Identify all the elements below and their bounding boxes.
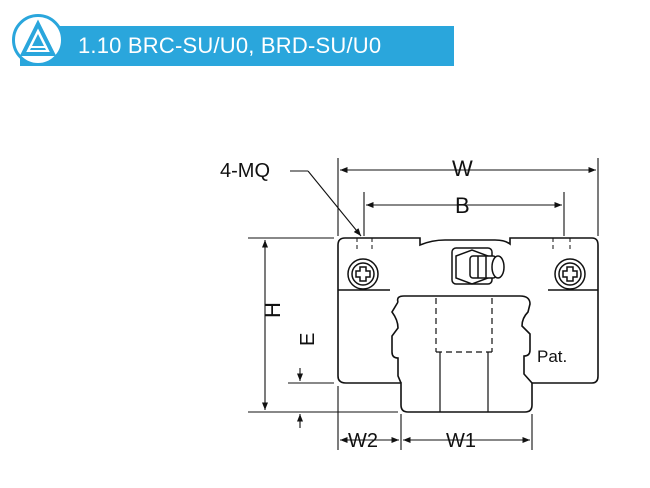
dimension-lines xyxy=(248,158,599,450)
label-e: E xyxy=(297,333,319,346)
screw-head-icon xyxy=(347,258,586,290)
slider-block xyxy=(337,237,599,413)
label-w1: W1 xyxy=(446,430,476,452)
page-title: 1.10 BRC-SU/U0, BRD-SU/U0 xyxy=(78,33,382,58)
label-w: W xyxy=(452,156,473,181)
triangle-a-logo-icon xyxy=(19,19,57,56)
header-bar xyxy=(20,26,454,66)
company-logo xyxy=(12,14,64,66)
label-b: B xyxy=(455,193,470,218)
label-4-mq: 4-MQ xyxy=(220,160,270,182)
label-patent: Pat. xyxy=(537,347,567,366)
grease-nipple-icon xyxy=(451,247,505,285)
label-w2: W2 xyxy=(348,430,378,452)
label-h: H xyxy=(260,302,285,318)
